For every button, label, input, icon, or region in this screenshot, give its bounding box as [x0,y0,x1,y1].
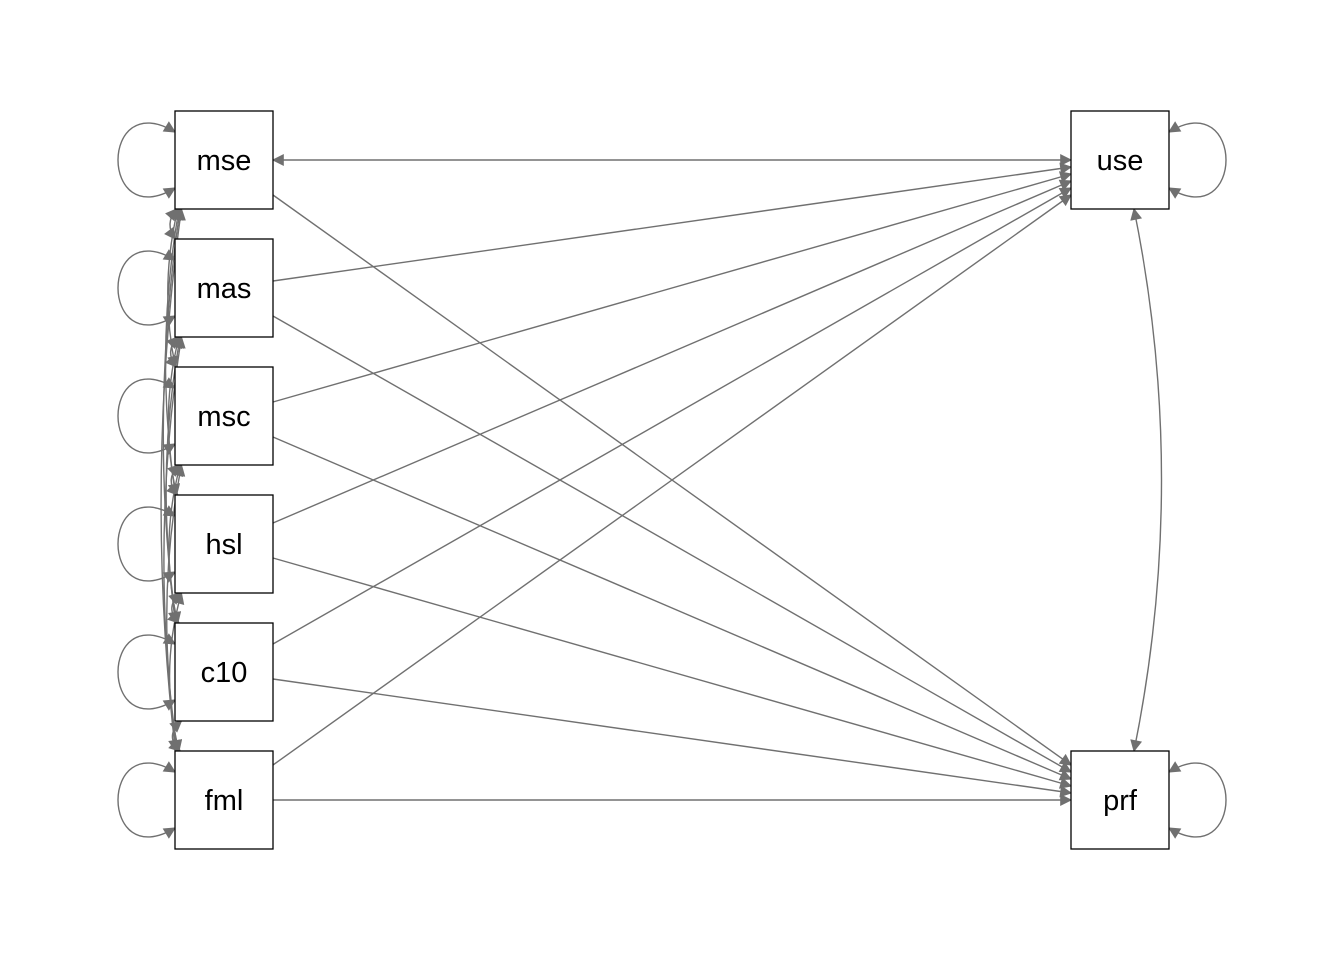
node-label-msc: msc [197,401,250,433]
variance-layer [117,121,1227,839]
variance-loop-prf [1167,761,1227,839]
variance-loop-msc [117,377,177,455]
node-prf: prf [1070,750,1170,850]
path-msc-use [272,171,1073,403]
node-label-mas: mas [197,273,252,305]
node-layer: mse mas msc hsl c10 fml use prf [174,110,1170,850]
edge-layer [271,154,1163,806]
node-box-mse [174,110,274,210]
node-label-mse: mse [197,145,252,177]
path-use-prf [1130,207,1163,753]
variance-loop-c10 [117,633,177,711]
node-hsl: hsl [174,494,274,594]
path-mas-use [272,162,1073,282]
node-label-prf: prf [1103,785,1138,817]
path-hsl-use [272,179,1073,524]
node-box-msc [174,366,274,466]
path-msc-prf [272,436,1073,781]
node-label-use: use [1097,145,1144,177]
node-label-c10: c10 [201,657,248,689]
node-mse: mse [174,110,274,210]
covariance-c10-fml [168,720,183,752]
node-box-fml [174,750,274,850]
node-c10: c10 [174,622,274,722]
node-box-use [1070,110,1170,210]
node-box-prf [1070,750,1170,850]
variance-loop-mse [117,121,177,199]
path-c10-use [272,187,1073,645]
node-box-hsl [174,494,274,594]
node-box-mas [174,238,274,338]
path-mse-prf [272,194,1072,766]
path-mas-prf [272,315,1073,773]
variance-loop-use [1167,121,1227,199]
node-msc: msc [174,366,274,466]
path-hsl-prf [272,557,1073,789]
node-label-hsl: hsl [205,529,242,561]
path-c10-prf [272,678,1073,798]
variance-loop-fml [117,761,177,839]
variance-loop-hsl [117,505,177,583]
node-fml: fml [174,750,274,850]
node-mas: mas [174,238,274,338]
variance-loop-mas [117,249,177,327]
node-label-fml: fml [205,785,244,817]
node-box-c10 [174,622,274,722]
node-use: use [1070,110,1170,210]
